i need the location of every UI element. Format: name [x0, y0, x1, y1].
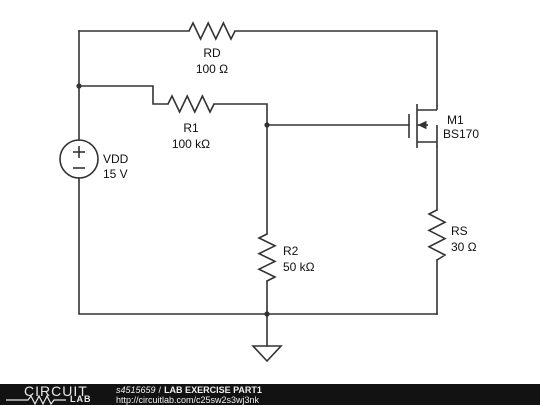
wire-left-bottom: [78, 177, 438, 315]
wire-r1-left: [78, 85, 169, 105]
vdd-ref-label: VDD: [103, 152, 129, 166]
circuit-title: LAB EXERCISE PART1: [164, 385, 262, 395]
r1-ref-label: R1: [183, 121, 199, 135]
mosfet-m1: [408, 104, 438, 148]
junction-dot: [264, 311, 270, 317]
footer-bar: CIRCUIT LAB s4515659/LAB EXERCISE PART1 …: [0, 383, 540, 405]
wire-top-right: [234, 30, 438, 106]
resistor-rd: [188, 21, 236, 41]
r1-value-label: 100 kΩ: [172, 137, 210, 151]
voltage-source-vdd: [59, 139, 99, 179]
rd-value-label: 100 Ω: [196, 62, 228, 76]
junction-dot: [264, 122, 270, 128]
r2-value-label: 50 kΩ: [283, 260, 315, 274]
rs-ref-label: RS: [451, 224, 468, 238]
circuit-schematic: RD 100 Ω R1 100 kΩ R2 50 kΩ RS 30 Ω VDD …: [59, 21, 479, 363]
r2-ref-label: R2: [283, 244, 299, 258]
logo-text-top: CIRCUIT: [24, 383, 88, 399]
m1-ref-label: M1: [447, 113, 464, 127]
circuit-url-link[interactable]: http://circuitlab.com/c25sw2s3wj3nk: [116, 395, 260, 405]
circuitlab-logo: CIRCUIT LAB: [6, 383, 108, 405]
rs-value-label: 30 Ω: [451, 240, 477, 254]
logo-resistor-icon: [6, 394, 66, 405]
rd-ref-label: RD: [203, 46, 221, 60]
resistor-r1: [167, 94, 215, 114]
wire-r1-right: [213, 103, 268, 235]
ground-symbol: [251, 345, 283, 363]
title-separator: /: [158, 385, 162, 395]
logo-text-bottom: LAB: [70, 394, 92, 404]
junction-dot: [76, 83, 82, 89]
wires: [78, 30, 438, 347]
resistor-r2: [257, 233, 277, 282]
m1-value-label: BS170: [443, 127, 479, 141]
author-name[interactable]: s4515659: [116, 385, 156, 395]
resistor-rs: [427, 209, 447, 261]
footer-title-line: s4515659/LAB EXERCISE PART1: [116, 385, 262, 395]
vdd-value-label: 15 V: [103, 167, 128, 181]
